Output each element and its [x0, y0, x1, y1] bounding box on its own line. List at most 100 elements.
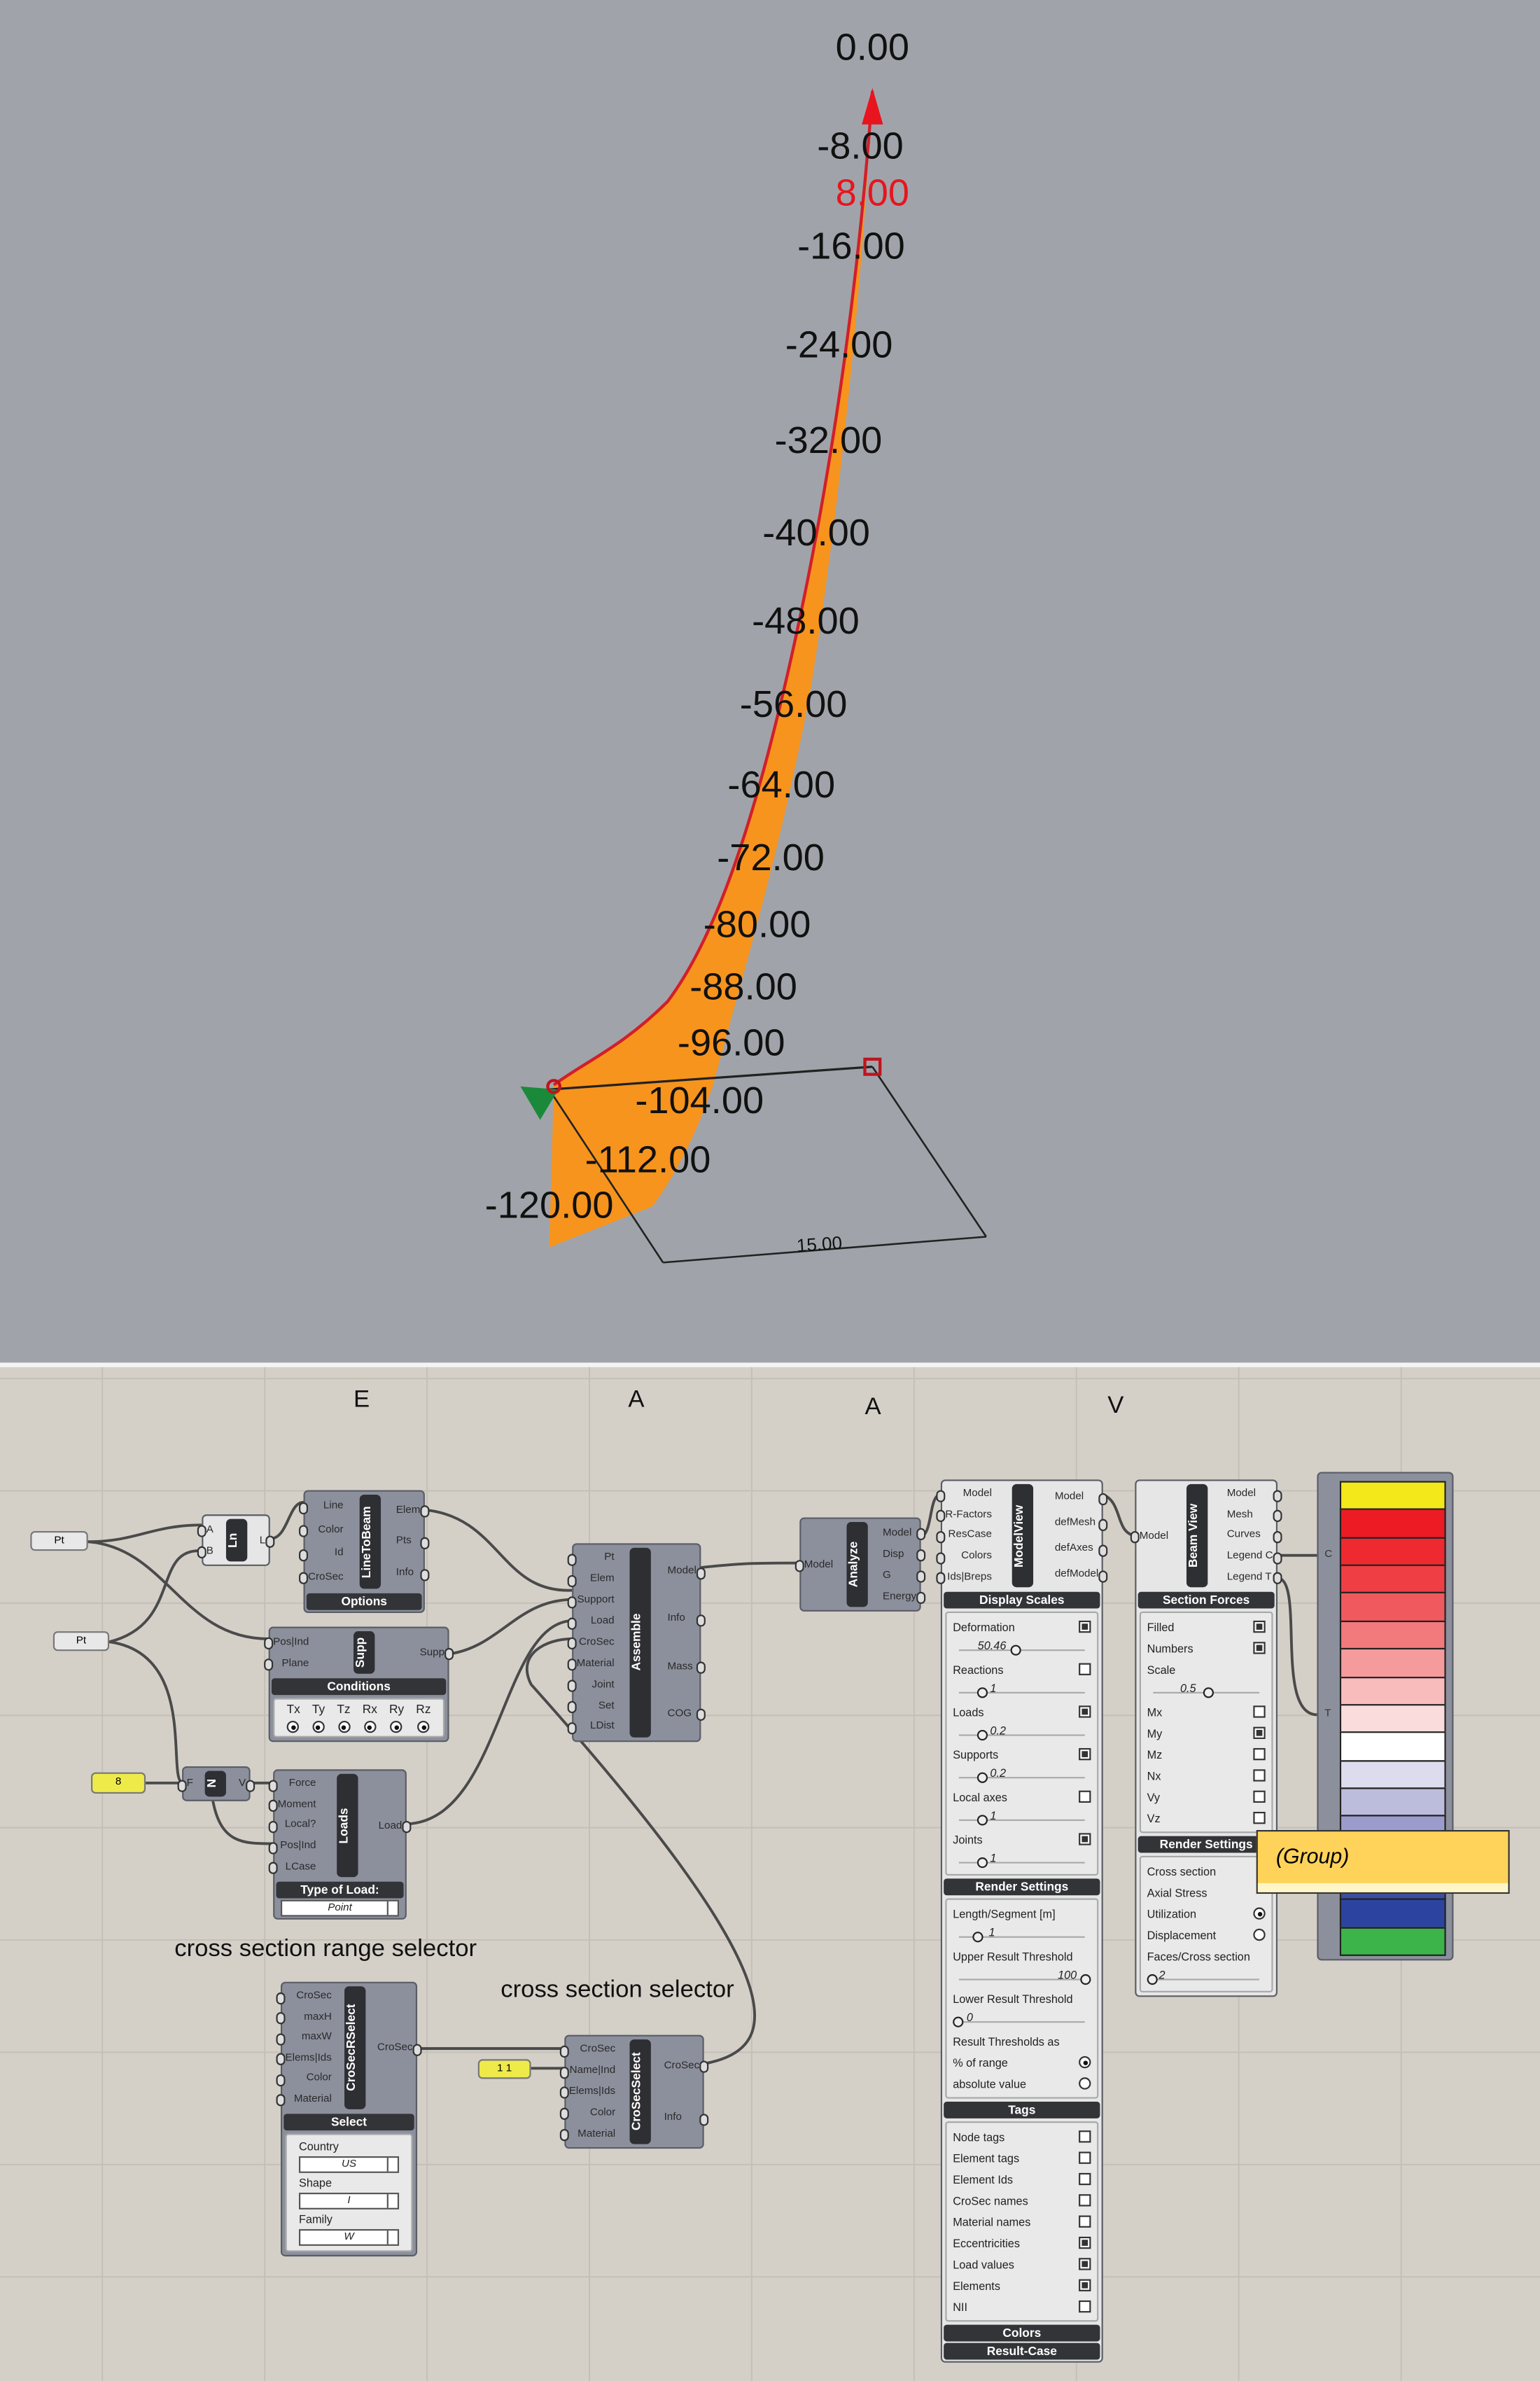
tag-checkbox[interactable]: [1079, 2151, 1091, 2164]
force-checkbox[interactable]: [1253, 1790, 1266, 1803]
tag-checkbox[interactable]: [1079, 2236, 1091, 2249]
tag-option[interactable]: CroSec names: [953, 2190, 1091, 2211]
divider[interactable]: [0, 1362, 1540, 1367]
input-port[interactable]: Elems|Ids: [559, 2086, 616, 2100]
load-type-dropdown[interactable]: Point: [280, 1899, 400, 1917]
input-port[interactable]: Material: [559, 2128, 615, 2142]
scale-checkbox[interactable]: [1079, 1663, 1091, 1675]
abs-radio[interactable]: [1079, 2077, 1091, 2090]
utilization-option[interactable]: Utilization: [1147, 1903, 1266, 1924]
output-port[interactable]: Model: [667, 1566, 706, 1579]
displacement-option[interactable]: Displacement: [1147, 1924, 1266, 1945]
output-port[interactable]: Pts: [396, 1537, 430, 1549]
output-port[interactable]: Info: [664, 2113, 710, 2126]
scale-slider[interactable]: 0.5: [1147, 1680, 1266, 1701]
condition-toggle[interactable]: [312, 1720, 325, 1733]
tag-checkbox[interactable]: [1079, 2194, 1091, 2207]
condition-tx[interactable]: Tx: [287, 1703, 300, 1733]
output-port[interactable]: CroSec: [664, 2060, 710, 2074]
display-scales-bar[interactable]: Display Scales: [944, 1591, 1100, 1609]
numbers-checkbox[interactable]: [1253, 1642, 1266, 1654]
input-port[interactable]: Color: [298, 1525, 344, 1538]
point-param-2[interactable]: Pt: [52, 1631, 110, 1652]
tag-checkbox[interactable]: [1079, 2300, 1091, 2313]
force-checkbox[interactable]: [1253, 1811, 1266, 1824]
input-port[interactable]: CroSec: [298, 1571, 344, 1585]
scale-slider[interactable]: 50.46: [953, 1638, 1091, 1659]
tag-option[interactable]: Material names: [953, 2211, 1091, 2232]
input-port[interactable]: Model: [1130, 1530, 1169, 1544]
tag-option[interactable]: NII: [953, 2296, 1091, 2317]
input-port[interactable]: Material: [276, 2094, 332, 2107]
force-option[interactable]: Vy: [1147, 1786, 1266, 1807]
absolute-value-option[interactable]: absolute value: [953, 2073, 1091, 2094]
shape-dropdown[interactable]: I: [298, 2193, 400, 2209]
cross-section-option[interactable]: Cross section: [1147, 1864, 1217, 1878]
input-port[interactable]: Elems|Ids: [276, 2053, 332, 2066]
result-case-bar[interactable]: Result-Case: [944, 2342, 1100, 2360]
input-port[interactable]: Pos|Ind: [264, 1636, 309, 1650]
scale-option[interactable]: Joints: [953, 1829, 1091, 1850]
scale-slider[interactable]: 1: [953, 1850, 1091, 1871]
lower-threshold-slider[interactable]: 0: [953, 2009, 1091, 2030]
render-settings-bar[interactable]: Render Settings: [944, 1878, 1100, 1896]
output-port[interactable]: Legend T: [1226, 1571, 1283, 1585]
force-checkbox[interactable]: [1253, 1726, 1266, 1739]
grasshopper-canvas[interactable]: [0, 1367, 1540, 2381]
family-dropdown[interactable]: W: [298, 2229, 400, 2246]
input-port[interactable]: Joint: [567, 1680, 615, 1693]
condition-toggle[interactable]: [363, 1720, 376, 1733]
input-port[interactable]: maxH: [276, 2012, 332, 2025]
country-dropdown[interactable]: US: [298, 2156, 400, 2173]
number-panel-8[interactable]: 8: [91, 1772, 146, 1794]
output-port[interactable]: Energy: [883, 1591, 926, 1605]
output-port[interactable]: Model: [883, 1528, 926, 1541]
force-option[interactable]: Vz: [1147, 1807, 1266, 1828]
section-forces-bar[interactable]: Section Forces: [1138, 1591, 1275, 1609]
tag-checkbox[interactable]: [1079, 2258, 1091, 2270]
input-port[interactable]: CroSec: [276, 1991, 332, 2004]
output-port[interactable]: V: [238, 1778, 254, 1792]
tag-checkbox[interactable]: [1079, 2172, 1091, 2186]
force-option[interactable]: Mx: [1147, 1701, 1266, 1722]
input-port[interactable]: Colors: [936, 1551, 992, 1564]
options-bar[interactable]: Options: [306, 1593, 422, 1610]
scale-checkbox[interactable]: [1079, 1790, 1091, 1803]
force-option[interactable]: Nx: [1147, 1765, 1266, 1786]
input-port[interactable]: CroSec: [567, 1638, 615, 1651]
output-port[interactable]: Model: [1055, 1492, 1107, 1505]
scale-slider[interactable]: 1: [953, 1680, 1091, 1701]
input-port[interactable]: Id: [298, 1548, 344, 1561]
colors-bar[interactable]: Colors: [944, 2324, 1100, 2342]
scale-option[interactable]: Loads: [953, 1701, 1091, 1722]
scale-option[interactable]: Local axes: [953, 1786, 1091, 1807]
condition-toggle[interactable]: [287, 1720, 300, 1733]
output-port[interactable]: Info: [667, 1614, 706, 1627]
tag-option[interactable]: Elements: [953, 2275, 1091, 2296]
condition-toggle[interactable]: [417, 1720, 430, 1733]
input-port[interactable]: R-Factors: [936, 1509, 992, 1523]
point-param-1[interactable]: Pt: [30, 1531, 88, 1551]
input-port[interactable]: Model: [936, 1489, 992, 1502]
output-port[interactable]: Load: [378, 1820, 411, 1834]
output-port[interactable]: Elem: [396, 1504, 430, 1518]
input-port[interactable]: Material: [567, 1658, 615, 1672]
input-port[interactable]: Ids|Breps: [936, 1572, 992, 1585]
scale-checkbox[interactable]: [1079, 1620, 1091, 1633]
output-port[interactable]: Model: [1227, 1489, 1283, 1502]
input-port[interactable]: F: [176, 1778, 193, 1792]
condition-ty[interactable]: Ty: [312, 1703, 325, 1733]
tag-option[interactable]: Element tags: [953, 2147, 1091, 2168]
input-port[interactable]: ResCase: [936, 1530, 992, 1544]
condition-rx[interactable]: Rx: [363, 1703, 377, 1733]
input-port[interactable]: Load: [567, 1617, 615, 1629]
output-port[interactable]: Legend C: [1226, 1551, 1283, 1564]
upper-threshold-slider[interactable]: 100: [953, 1967, 1091, 1988]
input-port[interactable]: Line: [298, 1501, 344, 1514]
